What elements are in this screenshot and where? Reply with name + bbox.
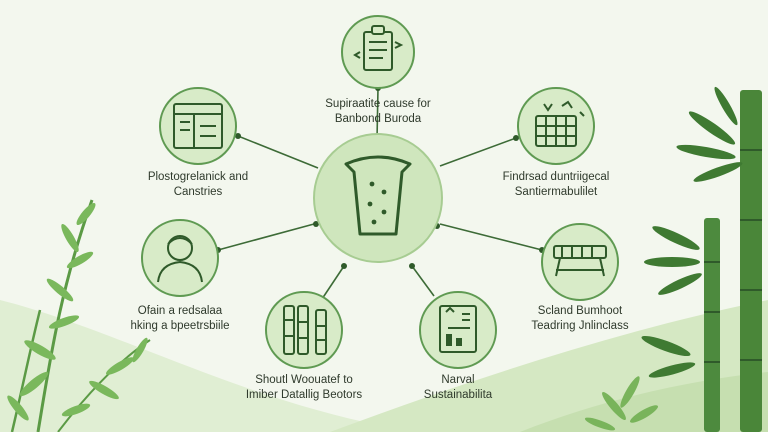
bamboo-bundle-icon bbox=[283, 305, 327, 355]
label-right: Scland Bumhoot Teadring Jnlinclass bbox=[480, 304, 680, 334]
connector-upper-left bbox=[237, 135, 319, 169]
label-top-line-2: Banbond Buroda bbox=[334, 113, 422, 125]
board-chart-icon bbox=[173, 103, 223, 149]
label-upper-left-line-2: Canstries bbox=[173, 186, 223, 198]
person-avatar-icon bbox=[157, 235, 203, 283]
bamboo-right-icon bbox=[584, 86, 762, 432]
label-bottom-right-line-2: Sustainabilita bbox=[423, 389, 493, 401]
label-upper-left-line-1: Plostogrelanick and bbox=[147, 171, 249, 183]
label-upper-left: Plostogrelanick and Canstries bbox=[98, 170, 298, 200]
document-bar-icon bbox=[439, 305, 477, 353]
connector-bottom-right bbox=[411, 265, 435, 297]
connector-upper-right bbox=[439, 137, 517, 167]
node-upper-right bbox=[517, 87, 595, 165]
connector-lines bbox=[217, 87, 543, 303]
label-bottom-left: Shoutl Woouatef to Imiber Datallig Beoto… bbox=[204, 373, 404, 403]
bread-toast-icon bbox=[344, 155, 412, 236]
label-top-line-1: Supiraatite cause for bbox=[325, 98, 431, 110]
bench-table-icon bbox=[553, 245, 607, 277]
node-bottom-left bbox=[265, 291, 343, 369]
clipboard-document-icon bbox=[353, 25, 404, 71]
shelf-grid-icon bbox=[535, 100, 585, 147]
label-left: Ofain a redsalaa hking a bpeetrsbiile bbox=[80, 304, 280, 334]
node-right bbox=[541, 223, 619, 301]
node-bottom-right bbox=[419, 291, 497, 369]
label-top: Supiraatite cause for Banbond Buroda bbox=[278, 97, 478, 127]
label-bottom-left-line-1: Shoutl Woouatef to bbox=[255, 374, 353, 386]
label-bottom-right: Narval Sustainabilita bbox=[358, 373, 558, 403]
node-top bbox=[341, 15, 415, 89]
connector-top bbox=[376, 87, 379, 141]
label-upper-right: Findrsad duntriigecal Santiermabulilet bbox=[456, 170, 656, 200]
label-left-line-2: hking a bpeetrsbiile bbox=[130, 320, 230, 332]
node-left bbox=[141, 219, 219, 297]
node-upper-left bbox=[159, 87, 237, 165]
connector-bottom-left bbox=[319, 265, 345, 303]
connector-left bbox=[217, 223, 315, 251]
connector-right bbox=[439, 223, 543, 251]
label-right-line-1: Scland Bumhoot bbox=[537, 305, 623, 317]
label-bottom-left-line-2: Imiber Datallig Beotors bbox=[245, 389, 363, 401]
label-left-line-1: Ofain a redsalaa bbox=[137, 305, 223, 317]
label-right-line-2: Teadring Jnlinclass bbox=[531, 320, 629, 332]
bamboo-left-icon bbox=[7, 199, 151, 432]
label-upper-right-line-1: Findrsad duntriigecal bbox=[502, 171, 610, 183]
background-hill-left bbox=[0, 300, 420, 432]
center-node bbox=[313, 133, 443, 263]
label-bottom-right-line-1: Narval bbox=[441, 374, 475, 386]
label-upper-right-line-2: Santiermabulilet bbox=[514, 186, 598, 198]
